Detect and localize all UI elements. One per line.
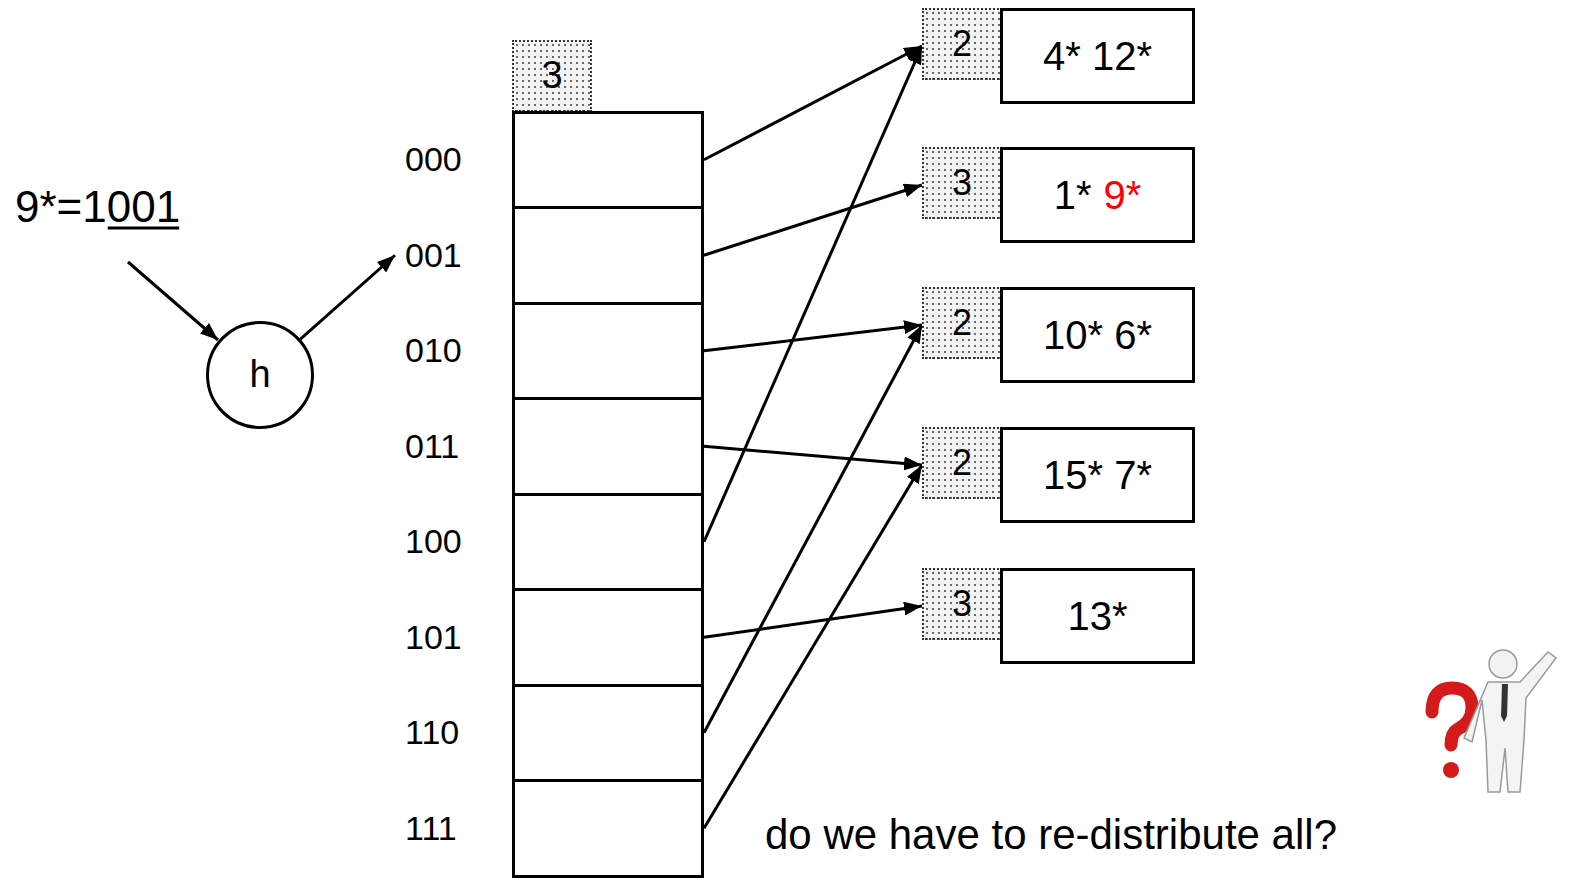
local-depth: 3: [952, 163, 972, 203]
bucket-contents: 15* 7*: [1000, 427, 1195, 523]
directory-slot: [512, 588, 704, 687]
directory-slot: [512, 684, 704, 783]
bit-pattern: 000: [405, 141, 462, 178]
data-entry: 9*: [1104, 173, 1142, 217]
bit-pattern: 111: [405, 810, 457, 847]
directory-entry: 010: [395, 303, 704, 399]
local-depth: 2: [952, 24, 972, 64]
entries: 4* 12*: [1043, 34, 1152, 78]
hash-function: h: [206, 321, 314, 429]
pointer-arrow: [704, 185, 922, 255]
directory-entry: 011: [395, 399, 704, 495]
directory-entry: 101: [395, 590, 704, 686]
hash-key: 9*=1001: [15, 183, 180, 231]
hash-name: h: [249, 354, 270, 396]
pointer-arrow: [704, 46, 922, 542]
data-entry: 1*: [1054, 173, 1092, 217]
slot-label-wrap: 111: [405, 781, 457, 877]
local-depth: 3: [952, 584, 972, 624]
data-entry: 10* 6*: [1043, 313, 1152, 357]
directory-entry: 110: [395, 685, 704, 781]
local-depth: 2: [952, 443, 972, 483]
slot-label-wrap: 100: [405, 494, 462, 590]
local-depth-box: 2: [922, 8, 1002, 80]
bit-pattern: 110: [405, 714, 459, 751]
question-note: do we have to re-distribute all?: [765, 812, 1337, 858]
pointer-arrow: [704, 325, 922, 351]
directory-slot: [512, 206, 704, 305]
local-depth-box: 3: [922, 147, 1002, 219]
bucket-contents: 1* 9*: [1000, 147, 1195, 243]
directory-entry: 100: [395, 494, 704, 590]
pointer-arrow: [704, 465, 922, 828]
pointer-arrow: [704, 325, 922, 733]
bucket-contents: 4* 12*: [1000, 8, 1195, 104]
slot-label-wrap: 000: [405, 112, 462, 208]
entries: 15* 7*: [1043, 453, 1152, 497]
question-person-icon: [1432, 650, 1556, 792]
slot-label-wrap: 010: [405, 303, 462, 399]
bit-pattern: 011: [405, 428, 459, 465]
slot-label-wrap: 001: [405, 208, 462, 304]
local-depth-box: 3: [922, 568, 1002, 640]
directory-slot: [512, 779, 704, 878]
directory-slot: [512, 397, 704, 496]
data-entry: 15* 7*: [1043, 453, 1152, 497]
local-depth: 2: [952, 303, 972, 343]
directory-slot: [512, 111, 704, 210]
local-depth-box: 2: [922, 287, 1002, 359]
directory-slot: [512, 302, 704, 401]
global-depth: 3: [541, 55, 562, 97]
bucket: 3 1* 9*: [922, 147, 1195, 243]
bit-pattern: 001: [405, 237, 462, 274]
directory-entry: 000: [395, 112, 704, 208]
directory-entry: 111: [395, 781, 704, 877]
local-depth-box: 2: [922, 427, 1002, 499]
bucket-contents: 13*: [1000, 568, 1195, 664]
global-depth-box: 3: [512, 40, 592, 112]
bucket: 2 10* 6*: [922, 287, 1195, 383]
bit-pattern: 101: [405, 619, 462, 656]
slot-label-wrap: 110: [405, 685, 459, 781]
data-entry: 13*: [1067, 594, 1127, 638]
directory-entry: 001: [395, 208, 704, 304]
pointer-arrow: [704, 606, 922, 637]
entries: 1* 9*: [1054, 173, 1142, 217]
directory-slot: [512, 493, 704, 592]
bucket: 3 13*: [922, 568, 1195, 664]
entries: 13*: [1067, 594, 1127, 638]
entries: 10* 6*: [1043, 313, 1152, 357]
bit-pattern: 010: [405, 332, 462, 369]
hash-input-arrow: [128, 262, 218, 340]
pointer-arrow: [704, 446, 922, 465]
bucket-contents: 10* 6*: [1000, 287, 1195, 383]
bucket: 2 4* 12*: [922, 8, 1195, 104]
slot-label-wrap: 011: [405, 399, 459, 495]
bucket: 2 15* 7*: [922, 427, 1195, 523]
data-entry: 4* 12*: [1043, 34, 1152, 78]
slot-label-wrap: 101: [405, 590, 462, 686]
pointer-arrow: [704, 46, 922, 160]
bit-pattern: 100: [405, 523, 462, 560]
pointer-arrow: [300, 255, 395, 339]
